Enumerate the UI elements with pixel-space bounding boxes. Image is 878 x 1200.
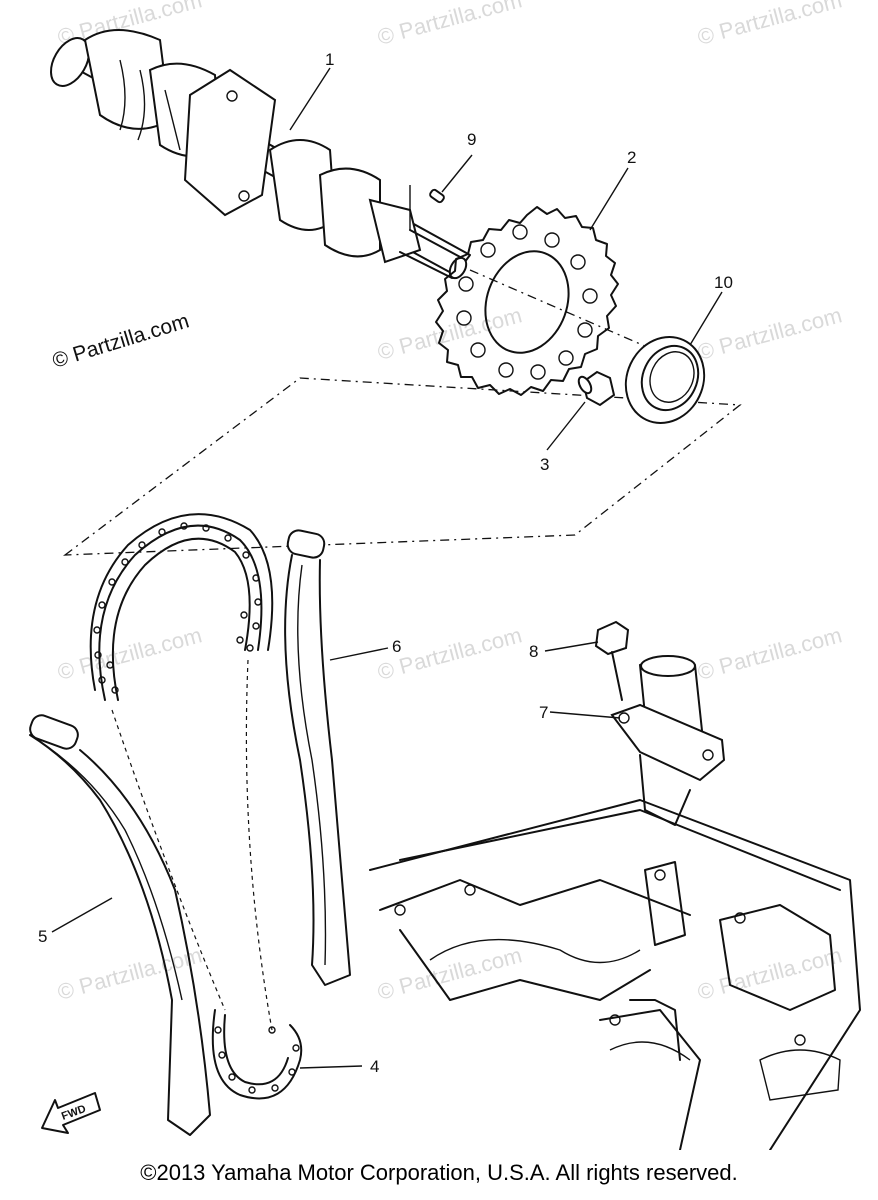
- reference-frame: [62, 377, 742, 556]
- watermark: © Partzilla.com: [375, 942, 525, 1005]
- chain-guide-6: [284, 529, 351, 986]
- callout-10: 10: [714, 273, 733, 292]
- chain-guide-5: [29, 714, 211, 1136]
- callout-8: 8: [529, 642, 538, 661]
- forward-arrow-icon: FWD: [41, 1092, 101, 1134]
- watermark: © Partzilla.com: [695, 302, 845, 365]
- cam-chain-upper: [89, 513, 274, 701]
- watermark: © Partzilla.com: [375, 0, 525, 50]
- watermark: © Partzilla.com: [55, 622, 205, 685]
- sprocket-bolt: [577, 370, 616, 407]
- watermark: © Partzilla.com: [375, 302, 525, 365]
- callout-9: 9: [467, 130, 476, 149]
- cam-sprocket: [435, 206, 619, 396]
- callout-4: 4: [370, 1057, 379, 1076]
- chain-tensioner: [594, 620, 726, 826]
- chain-links: [93, 522, 262, 694]
- camshaft: [50, 29, 471, 280]
- watermark: © Partzilla.com: [55, 942, 205, 1005]
- callout-6: 6: [392, 637, 401, 656]
- exploded-parts-diagram: © Partzilla.com © Partzilla.com © Partzi…: [29, 0, 861, 1150]
- watermark: © Partzilla.com: [695, 622, 845, 685]
- callout-1: 1: [325, 50, 334, 69]
- callout-5: 5: [38, 927, 47, 946]
- cylinder-head: [369, 799, 861, 1150]
- oil-seal: [624, 336, 706, 424]
- copyright-footer: ©2013 Yamaha Motor Corporation, U.S.A. A…: [140, 1160, 738, 1185]
- watermark-main: © Partzilla.com: [50, 309, 192, 372]
- callout-3: 3: [540, 455, 549, 474]
- leader-lines: [51, 67, 723, 1069]
- callout-7: 7: [539, 703, 548, 722]
- callout-2: 2: [627, 148, 636, 167]
- watermark: © Partzilla.com: [695, 0, 845, 50]
- cam-chain-lower: [211, 1009, 303, 1100]
- dowel-pin: [429, 188, 445, 204]
